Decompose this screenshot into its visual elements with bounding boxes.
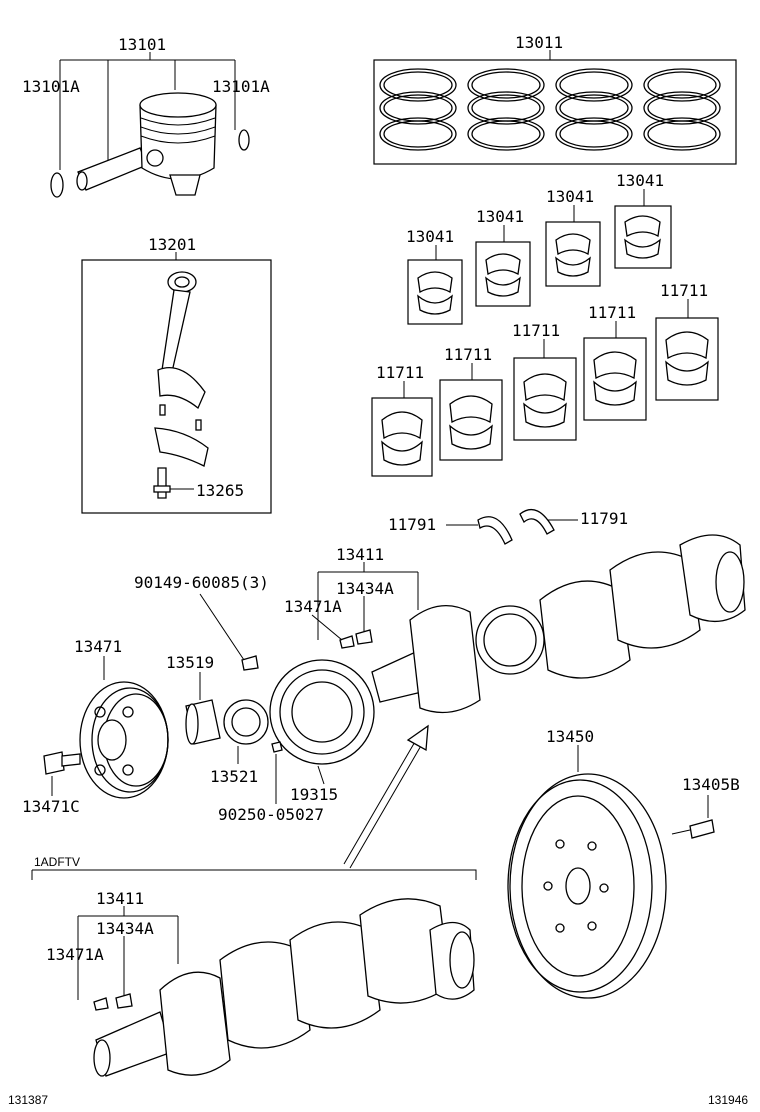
thrust-washer-right [519,509,555,535]
label-13101a-left: 13101A [22,77,80,96]
crankshaft-key-13471a [339,635,355,649]
crankshaft-front-counterweight [409,605,481,714]
conrod-bearings: 13041 13041 13041 13041 [406,171,672,325]
label-11711-d: 11711 [588,303,636,322]
crankshaft-key-variant-13434a [115,993,133,1009]
label-13405b: 13405B [682,775,740,794]
crankshaft-web-2 [609,551,701,649]
crankshaft-timing-gear [475,605,545,675]
label-13041-d: 13041 [616,171,664,190]
thrust-washers: 11791 11791 [388,509,628,545]
label-13041-a: 13041 [406,227,454,246]
ring-stack-2 [467,68,545,151]
crankshaft-key-variant-13471a [93,997,109,1011]
crankshaft-variant [93,898,475,1077]
conrod-box [81,259,272,514]
footer-left-code: 131387 [8,1093,48,1107]
label-13201: 13201 [148,235,196,254]
crankshaft-key-13434a [355,629,373,645]
conrod-cap [154,427,209,467]
label-11711-e: 11711 [660,281,708,300]
label-13101: 13101 [118,35,166,54]
label-90149-60085: 90149-60085(3) [134,573,269,592]
front-drive-parts: 90149-60085(3) 13471A 13471 13471C 13519… [22,573,375,824]
crankshaft: 13411 13434A [317,534,746,714]
label-13434a: 13434A [336,579,394,598]
variant-code: 1ADFTV [34,855,80,869]
label-13519: 13519 [166,653,214,672]
crankshaft-web-1 [539,580,631,679]
label-13011: 13011 [515,33,563,52]
label-11791-left: 11791 [388,515,436,534]
label-13411: 13411 [336,545,384,564]
ring-stack-4 [643,68,721,151]
label-11791-right: 11791 [580,509,628,528]
label-13521: 13521 [210,767,258,786]
flywheel-bolt [689,819,715,839]
label-13471a-variant: 13471A [46,945,104,964]
pin-90250 [271,741,283,753]
piston-pin-snap-ring-right [238,129,250,151]
label-13471a: 13471A [284,597,342,616]
conrod-big-end [157,366,206,410]
thrust-washer-left [477,516,513,545]
label-13041-b: 13041 [476,207,524,226]
label-11711-a: 11711 [376,363,424,382]
label-13101a-right: 13101A [212,77,270,96]
footer-right-code: 131946 [708,1093,748,1107]
label-13471c: 13471C [22,797,80,816]
crankshaft-main-bearings: 11711 11711 11711 11711 11711 [371,281,719,477]
label-13265: 13265 [196,481,244,500]
pulley-bolt [43,751,65,775]
label-13471: 13471 [74,637,122,656]
ring-set-box [373,59,737,165]
label-90250-05027: 90250-05027 [218,805,324,824]
variant-section: 1ADFTV 13411 13434A 13471A [31,855,477,1077]
crankshaft-timing-sprocket [269,659,375,765]
label-13434a-variant: 13434A [96,919,154,938]
label-13041-c: 13041 [546,187,594,206]
variant-arrow [343,724,429,869]
piston-pin [77,147,148,191]
connecting-rod-assembly: 13201 13265 [81,235,272,514]
sprocket-bolt [241,655,259,671]
label-13450: 13450 [546,727,594,746]
piston-ring-set: 13011 [373,33,737,165]
flywheel-assembly: 13450 13405B [507,727,740,999]
ring-stack-3 [555,68,633,151]
crankshaft-spacer-gear [223,699,269,745]
label-13411-variant: 13411 [96,889,144,908]
label-11711-c: 11711 [512,321,560,340]
conrod-small-end [167,271,197,293]
label-11711-b: 11711 [444,345,492,364]
piston-pin-snap-ring-left [50,172,64,198]
piston-assembly: 13101 13101A 13101A [22,35,270,198]
ring-stack-1 [379,68,457,151]
conrod-bolt [157,467,167,499]
label-19315: 19315 [290,785,338,804]
conrod-beam [161,289,191,373]
